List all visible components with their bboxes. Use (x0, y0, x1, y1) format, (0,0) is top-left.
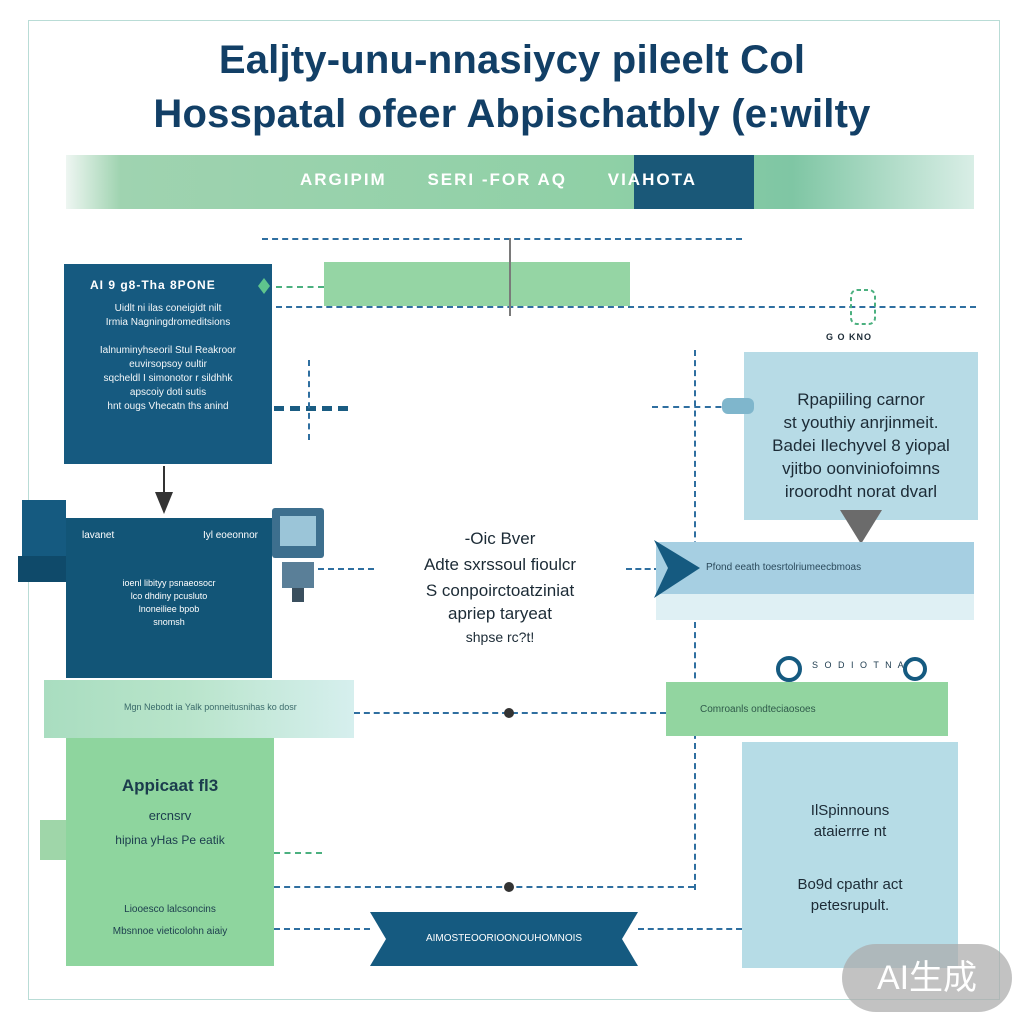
left-bottom-foot: Liooesco lalcsoncins (124, 904, 216, 915)
left-bottom-sub: ercnsrv (148, 808, 192, 823)
left-top-line (64, 330, 272, 344)
right-mid-box-lower (656, 594, 974, 620)
left-top-line: Irmia Nagningdromeditsions (105, 317, 231, 328)
top-green-bar (324, 262, 630, 306)
connector-line (274, 886, 694, 888)
left-top-line: Ialnuminyhseoril Stul Reakroor (99, 345, 237, 356)
header-banner-accent (634, 155, 754, 209)
right-top-caption: G O KNO (826, 332, 873, 342)
left-mid-heading-right: Iyl eoeonnor (202, 530, 258, 541)
connector-line (638, 928, 742, 930)
center-line: -Oic Bver (464, 529, 536, 548)
ai-generated-watermark: AI生成 (842, 944, 1012, 1012)
connector-line (276, 286, 324, 288)
connector-line (652, 406, 732, 408)
junction-dot-icon (504, 882, 514, 892)
left-strip-text: Mgn Nebodt ia Yalk ponneitusnihas ko dos… (124, 702, 297, 712)
left-top-heading: AI 9 g8-Tha 8PONE (90, 278, 216, 292)
connector-line (274, 928, 370, 930)
right-top-line: Badei Ilechyvel 8 yiopal (772, 436, 950, 455)
right-top-line: Rpapiiling carnor (797, 390, 925, 409)
connector-line (626, 568, 660, 570)
right-mid-text: Pfond eeath toesrtolriumeecbmoas (706, 562, 862, 573)
connector-line (308, 360, 310, 440)
gear-icon (776, 656, 802, 682)
left-top-box: AI 9 g8-Tha 8PONE Uidlt ni ilas coneigid… (64, 264, 272, 464)
center-text: -Oic Bver Adte sxrssoul fioulcr S conpoi… (380, 526, 620, 650)
right-bottom-line: petesrupult. (810, 897, 890, 914)
left-mid-line: snomsh (153, 617, 185, 627)
ribbon-notch-icon (370, 912, 638, 966)
right-top-line: iroorodht norat dvarl (784, 482, 938, 501)
right-top-line: st youthiy anrjinmeit. (783, 413, 939, 432)
right-bottom-line: ataierrre nt (813, 823, 887, 840)
pointer-icon (509, 238, 511, 316)
center-line: apriep taryeat (448, 604, 552, 623)
left-top-line: hnt ougs Vhecatn ths anind (107, 401, 229, 412)
right-label: S O D I O T N A (812, 660, 906, 670)
right-bottom-line: IlSpinnouns (810, 802, 890, 819)
title-line-2: Hosspatal ofeer Abpischatbly (e:wilty (153, 92, 871, 136)
left-bottom-foot: Mbsnnoe vieticolohn aiaiy (112, 926, 228, 937)
bottom-ribbon-text: AIMOSTEOORIOONOUHOMNOIS (425, 933, 583, 944)
connector-line (318, 568, 374, 570)
left-tab-bottom (18, 556, 66, 582)
right-green-text: Comroanls ondteciaosoes (700, 704, 816, 715)
left-bottom-box: Appicaat fl3 ercnsrv hipina yHas Pe eati… (66, 738, 274, 966)
banner-segment-2: SERI -FOR AQ (427, 170, 568, 189)
right-bottom-line: Bo9d cpathr act (797, 876, 903, 893)
left-top-line: sqcheldl I simonotor r sildhhk (103, 373, 233, 384)
header-banner (66, 155, 974, 209)
left-bottom-tab (40, 820, 68, 860)
leaf-icon (258, 278, 270, 294)
device-icon (272, 508, 324, 602)
left-bottom-sub2: hipina yHas Pe eatik (115, 833, 225, 847)
center-line: shpse rc?t! (465, 629, 535, 645)
connector-line (276, 306, 976, 308)
connector-line (274, 852, 322, 854)
left-mid-line: ioenl libityy psnaeosocr (122, 578, 216, 588)
right-green-box: Comroanls ondteciaosoes (666, 682, 948, 736)
center-line: Adte sxrssoul fioulcr (423, 555, 577, 574)
left-bottom-heading: Appicaat fl3 (121, 776, 219, 795)
left-top-line: apscoiy doti sutis (129, 387, 207, 398)
left-mid-box: lavanet Iyl eoeonnor ioenl libityy psnae… (66, 518, 272, 678)
node-icon (850, 289, 876, 325)
junction-dot-icon (504, 708, 514, 718)
arrow-down-icon (155, 466, 173, 514)
left-top-line: euvirsopsoy oultir (129, 359, 207, 370)
chevron-right-icon (654, 540, 700, 598)
left-top-line: Uidlt ni ilas coneigidt nilt (114, 303, 222, 314)
left-mid-line: lnoneiliee bpob (138, 604, 200, 614)
right-bottom-box: IlSpinnouns ataierrre nt Bo9d cpathr act… (742, 742, 958, 968)
banner-segment-3: VIAHOTA (607, 170, 697, 189)
title-line-1: Ealjty-unu-nnasiycy pileelt Col (218, 38, 806, 82)
right-top-box: Rpapiiling carnor st youthiy anrjinmeit.… (744, 352, 978, 520)
bottom-ribbon: AIMOSTEOORIOONOUHOMNOIS (370, 912, 638, 966)
left-mid-heading-left: lavanet (82, 530, 115, 541)
connector-node-icon (722, 398, 754, 414)
banner-segment-1: ARGIPIM (300, 170, 387, 189)
right-top-line: vjitbo oonviniofoimns (782, 459, 940, 478)
connector-line (694, 350, 696, 890)
banner-label: ARGIPIM SERI -FOR AQ VIAHOTA (300, 170, 697, 190)
left-mid-line: lco dhdiny pcusluto (130, 591, 208, 601)
center-line: S conpoirctoatziniat (425, 581, 575, 600)
gear-icon (903, 657, 927, 681)
right-mid-box: Pfond eeath toesrtolriumeecbmoas (656, 542, 974, 594)
left-strip: Mgn Nebodt ia Yalk ponneitusnihas ko dos… (44, 680, 354, 738)
connector-line (262, 238, 742, 240)
connector-line (274, 406, 348, 411)
